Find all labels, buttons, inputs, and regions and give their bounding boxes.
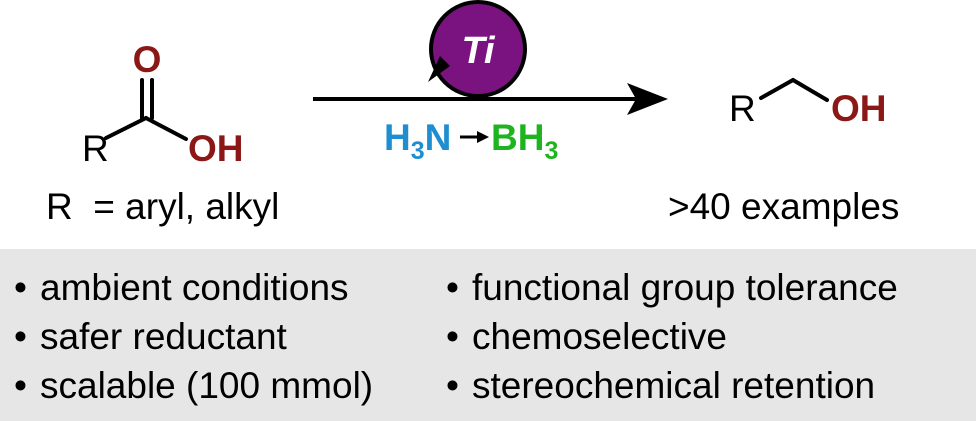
reactant-r-label: R [82,128,109,169]
bond-ch2-oh [791,78,829,102]
bullet-glyph: • [446,316,459,357]
product-r-label: R [729,88,756,129]
dative-bond-head [477,131,489,143]
features-right-column: • functional group tolerance • chemoselect… [446,263,898,410]
bullet-glyph: • [446,267,459,308]
feature-item: • stereochemical retention [446,361,898,410]
product-structure: R OH [729,78,887,129]
catalyst-circle [429,0,527,98]
feature-text: ambient conditions [40,267,349,308]
titanium-catalyst: Ti [428,0,527,98]
bullet-glyph: • [446,365,459,406]
feature-item: • functional group tolerance [446,263,898,312]
feature-text: functional group tolerance [472,267,898,308]
features-panel: • ambient conditions • safer reductant • sc… [0,249,976,421]
r-group-definition: R = aryl, alkyl [46,186,279,227]
feature-text: stereochemical retention [472,365,876,406]
bullet-glyph: • [14,267,27,308]
amine-label: H3N [384,117,451,165]
feature-item: • scalable (100 mmol) [14,361,373,410]
borane-label: BH3 [491,117,558,165]
catalyst-label: Ti [461,30,496,72]
feature-text: chemoselective [472,316,728,357]
bond-carbon-oh [144,116,188,141]
bullet-glyph: • [14,316,27,357]
feature-item: • chemoselective [446,312,898,361]
product-hydroxyl-label: OH [831,88,887,129]
bond-r-carbon [104,116,148,140]
reaction-arrow [313,83,668,115]
bullet-glyph: • [14,365,27,406]
carbonyl-oxygen-label: O [133,39,162,80]
catalytic-cycle-arrowhead [428,56,450,82]
arrow-head [627,83,668,115]
feature-text: safer reductant [40,316,287,357]
features-left-column: • ambient conditions • safer reductant • sc… [14,263,373,410]
feature-item: • ambient conditions [14,263,373,312]
reactant-hydroxyl-label: OH [188,128,244,169]
bond-r-ch2 [759,78,795,100]
substrate-scope: >40 examples [668,186,899,227]
feature-item: • safer reductant [14,312,373,361]
reactant-structure: O OH R [82,39,244,169]
reductant-ammonia-borane: H3N BH3 [384,117,558,165]
feature-text: scalable (100 mmol) [40,365,374,406]
